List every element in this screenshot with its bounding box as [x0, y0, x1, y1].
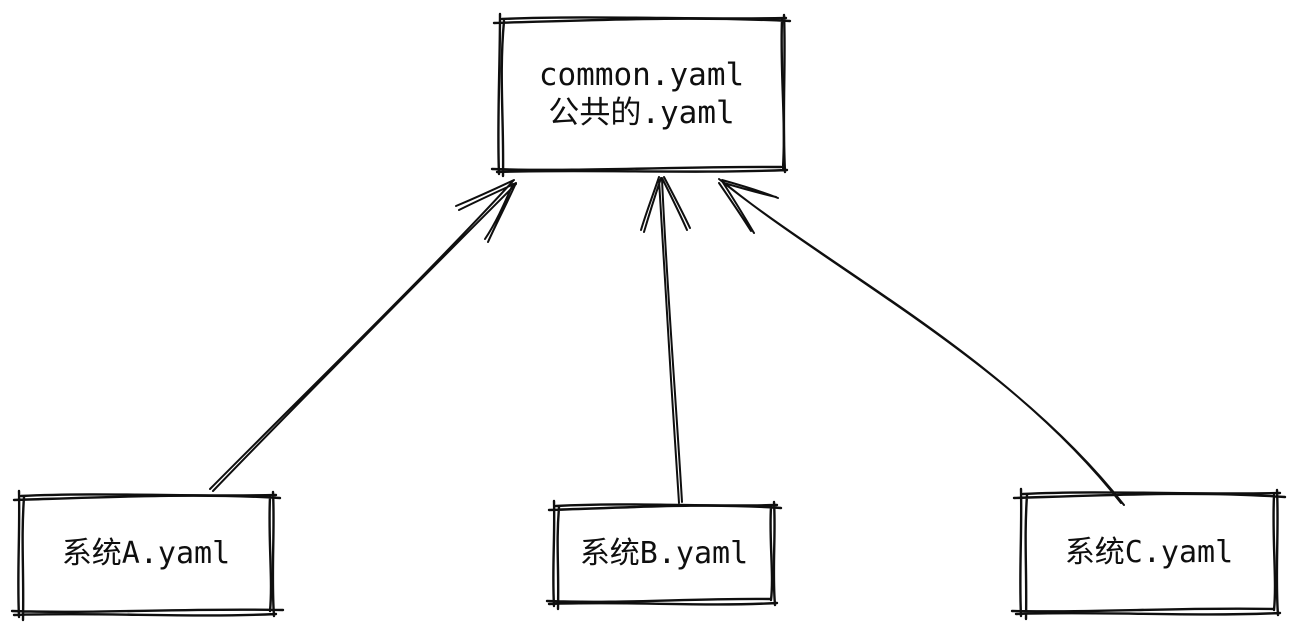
node-common-label-line2: 公共的.yaml: [548, 95, 735, 131]
node-system-c-label: 系统C.yaml: [1064, 534, 1234, 570]
node-system-c-border: [1010, 487, 1287, 621]
arrow-system-c-to-common-stroke: [718, 178, 1125, 506]
node-system-a-border: [10, 489, 285, 622]
node-system-c-border-pass2: [1010, 492, 1287, 621]
arrow-system-b-to-common: [640, 176, 691, 504]
arrow-system-a-to-common: [209, 179, 517, 492]
node-system-b-border: [545, 499, 783, 611]
node-common: common.yaml 公共的.yaml: [498, 17, 785, 171]
node-system-b-border-pass1: [547, 499, 779, 608]
node-system-a: 系统A.yaml: [18, 494, 274, 614]
node-common-border-pass2: [490, 17, 792, 178]
node-system-c-border-pass1: [1014, 487, 1282, 618]
node-system-c: 系统C.yaml: [1020, 492, 1278, 613]
node-common-label-line1: common.yaml: [538, 57, 745, 93]
arrow-system-c-to-common: [718, 178, 1125, 506]
node-system-b: 系统B.yaml: [553, 504, 775, 603]
arrow-system-a-to-common-stroke: [209, 179, 517, 492]
node-system-b-label: 系统B.yaml: [579, 535, 749, 571]
node-system-a-label: 系统A.yaml: [61, 536, 231, 571]
node-common-border-pass1: [495, 12, 789, 176]
node-system-a-border-pass2: [10, 494, 285, 622]
node-system-b-border-pass2: [545, 504, 783, 611]
node-common-border: [490, 12, 792, 178]
node-system-a-border-pass1: [12, 489, 278, 619]
arrow-system-b-to-common-stroke: [640, 176, 691, 504]
